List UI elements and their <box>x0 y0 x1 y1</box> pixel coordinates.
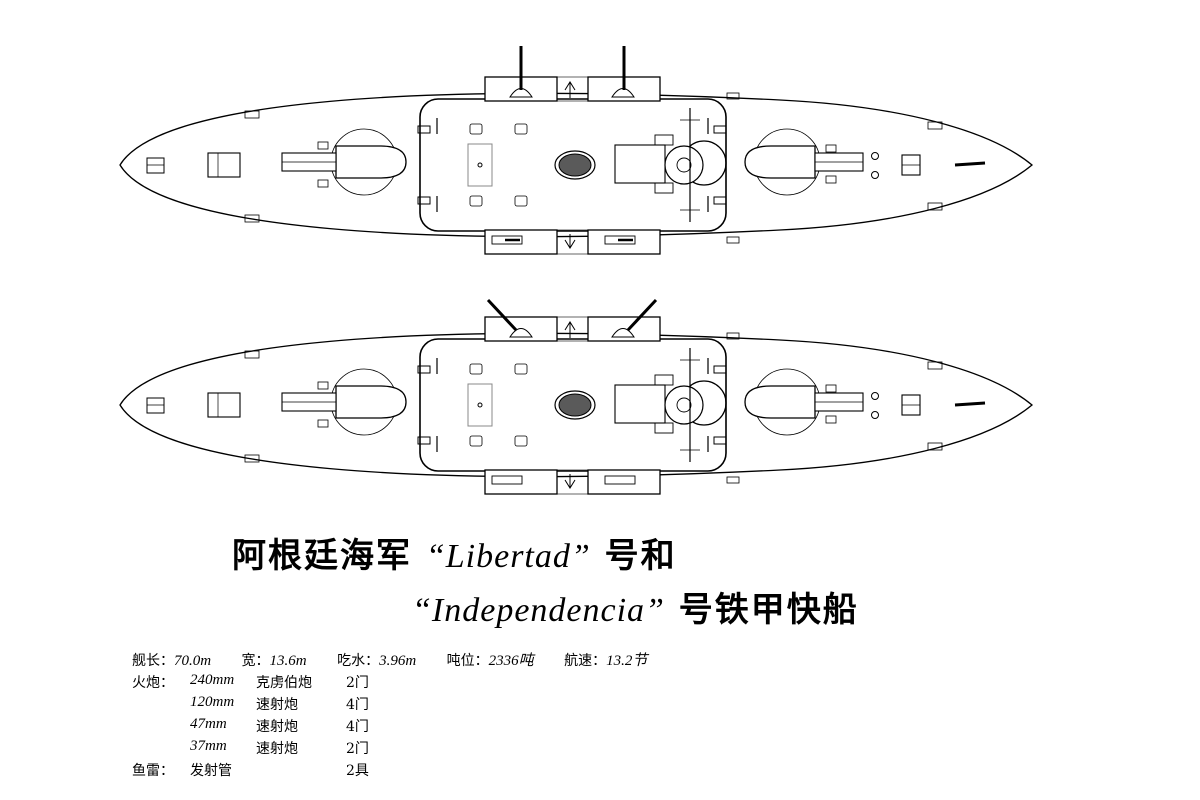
title-cn-and: 号和 <box>604 536 677 576</box>
gun-kind: 速射炮 <box>256 697 298 713</box>
gun-quantity: 2门 <box>346 741 369 757</box>
title-ship-name-libertad: “Libertad” <box>425 538 591 575</box>
spec-displacement: 吨位：2336吨 <box>446 653 534 669</box>
gun-caliber: 120mm <box>190 694 235 710</box>
spec-draft: 吃水：3.96m <box>337 653 417 669</box>
gun-kind: 速射炮 <box>256 719 298 735</box>
title-cn-navy: 阿根廷海军 <box>232 536 412 576</box>
torpedo-row: 鱼雷： 发射管 2具 <box>132 760 432 780</box>
ship-plan-bottom <box>118 298 1034 496</box>
armament-row: 47mm 速射炮 4门 <box>132 716 432 736</box>
gun-quantity: 4门 <box>346 697 369 713</box>
gun-caliber: 240mm <box>190 672 235 688</box>
title-ship-name-independencia: “Independencia” <box>412 592 665 629</box>
armament-row: 火炮： 240mm 克虏伯炮 2门 <box>132 672 432 692</box>
torpedo-kind: 发射管 <box>190 763 232 779</box>
title-line-2: “Independencia” 号铁甲快船 <box>412 582 859 631</box>
spec-speed: 航速：13.2节 <box>564 653 648 669</box>
deck-plans <box>118 46 1034 496</box>
specs-row: 舰长：70.0m 宽：13.6m 吃水：3.96m 吨位：2336吨 航速：13… <box>132 649 673 670</box>
gun-quantity: 2门 <box>346 675 369 691</box>
gun-quantity: 4门 <box>346 719 369 735</box>
guns-label: 火炮： <box>132 675 174 691</box>
gun-caliber: 37mm <box>190 738 227 754</box>
ship-plan-top <box>118 46 1034 256</box>
gun-kind: 速射炮 <box>256 741 298 757</box>
armament-row: 37mm 速射炮 2门 <box>132 738 432 758</box>
title-line-1: 阿根廷海军 “Libertad” 号和 <box>232 528 677 577</box>
torpedo-label: 鱼雷： <box>132 763 174 779</box>
gun-caliber: 47mm <box>190 716 227 732</box>
armament-row: 120mm 速射炮 4门 <box>132 694 432 714</box>
spec-length: 舰长：70.0m <box>132 653 212 669</box>
torpedo-quantity: 2具 <box>346 763 369 779</box>
spec-beam: 宽：13.6m <box>241 653 307 669</box>
gun-kind: 克虏伯炮 <box>256 675 312 691</box>
title-cn-ship-type: 号铁甲快船 <box>678 590 859 630</box>
